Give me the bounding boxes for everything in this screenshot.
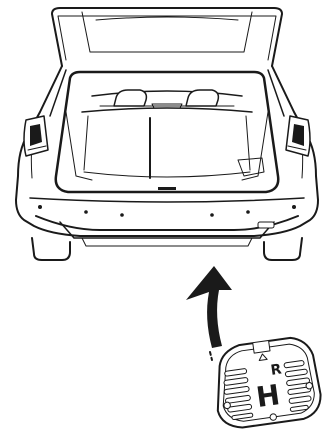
right-tail-lamp xyxy=(286,116,310,156)
rear-tires xyxy=(32,238,302,260)
emblem-letter-h: H xyxy=(254,378,282,414)
mounting-hole xyxy=(270,413,277,420)
motion-lines xyxy=(210,352,212,360)
tow-hook-cover: R H xyxy=(209,335,323,431)
mounting-hole xyxy=(306,382,313,389)
mounting-hole xyxy=(224,402,231,409)
open-tailgate xyxy=(52,8,282,66)
arrow-up-icon xyxy=(186,266,232,348)
left-tail-lamp xyxy=(24,116,48,156)
cargo-area xyxy=(56,72,279,192)
rear-bumper xyxy=(30,198,304,246)
